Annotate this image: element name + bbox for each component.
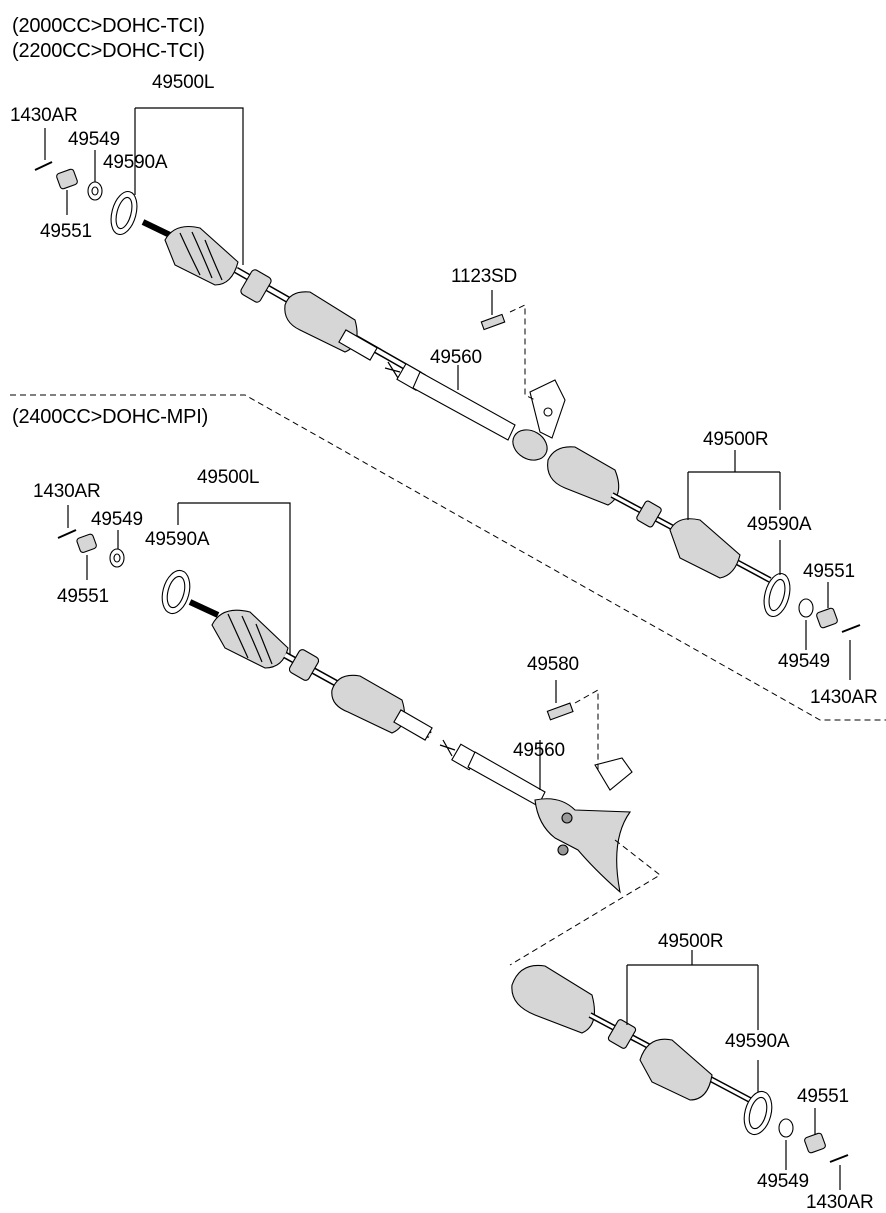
- leader-49500R-top: [687, 450, 781, 520]
- label-49551-right-bottom: 49551: [797, 1086, 849, 1107]
- label-49500R-top: 49500R: [703, 429, 769, 450]
- label-49551-top: 49551: [40, 221, 92, 242]
- top-assembly: [34, 107, 861, 680]
- bottom-engine-header: (2400CC>DOHC-MPI): [12, 406, 209, 428]
- bottom-right-washer-icon: [778, 1118, 794, 1138]
- leader-49500L-top: [134, 107, 244, 265]
- bottom-right-cotter-pin-icon: [829, 1154, 849, 1163]
- leader-49500R-bottom: [626, 950, 759, 1030]
- right-cotter-pin-icon: [841, 624, 861, 633]
- dust-ring-icon: [110, 190, 138, 236]
- label-1123SD: 1123SD: [451, 266, 518, 287]
- bottom-hex-nut-icon: [76, 533, 97, 553]
- section-divider-line: [10, 394, 886, 721]
- label-1430AR-top: 1430AR: [10, 105, 78, 126]
- top-engine-header-1: (2000CC>DOHC-TCI): [12, 15, 205, 37]
- label-49560-bottom: 49560: [513, 740, 565, 761]
- bolt-icon: [480, 313, 506, 331]
- right-dust-ring-icon: [763, 572, 791, 618]
- bottom-dust-ring-icon: [161, 569, 191, 615]
- outer-cv-joint-icon: [141, 219, 239, 286]
- support-bracket-icon: [529, 379, 566, 439]
- bottom-right-inner-joint-icon: [511, 964, 595, 1034]
- label-49590A-right-bottom: 49590A: [725, 1031, 790, 1052]
- bottom-outer-cv-joint-icon: [188, 599, 289, 669]
- leader-49500L-bottom: [177, 502, 291, 655]
- label-49549-right-bottom: 49549: [757, 1171, 809, 1192]
- bottom-damper-icon: [288, 649, 320, 681]
- label-49549-top: 49549: [68, 129, 120, 150]
- bottom-bracket-dashed-link: [574, 689, 599, 770]
- damper-icon: [240, 269, 272, 303]
- bottom-right-hex-nut-icon: [804, 1132, 826, 1154]
- washer-icon: [87, 181, 103, 201]
- right-outer-cv-joint-icon: [669, 518, 741, 579]
- bottom-support-bracket-icon: [534, 798, 632, 894]
- bottom-bolt-icon: [546, 702, 574, 721]
- label-49500L-top: 49500L: [152, 72, 215, 93]
- label-49500R-bottom: 49500R: [658, 931, 724, 952]
- label-49590A-bottom: 49590A: [145, 529, 210, 550]
- bottom-right-dust-ring-icon: [743, 1090, 773, 1136]
- label-49590A-top: 49590A: [103, 152, 168, 173]
- bottom-inner-cv-joint-icon: [331, 674, 433, 741]
- label-1430AR-right-bottom: 1430AR: [806, 1192, 874, 1213]
- bottom-connection-dashed-link: [509, 839, 661, 966]
- label-49560-top: 49560: [430, 347, 482, 368]
- center-shaft-icon: [384, 361, 548, 461]
- top-engine-header-2: (2200CC>DOHC-TCI): [12, 40, 205, 62]
- label-49500L-bottom: 49500L: [197, 467, 260, 488]
- label-49549-right-top: 49549: [778, 651, 830, 672]
- label-49549-bottom: 49549: [91, 509, 143, 530]
- bottom-right-damper-icon: [607, 1019, 637, 1049]
- label-49580: 49580: [527, 654, 579, 675]
- label-49590A-right-top: 49590A: [747, 514, 812, 535]
- right-damper-icon: [636, 500, 662, 528]
- hex-nut-icon: [56, 168, 78, 190]
- label-1430AR-bottom: 1430AR: [33, 481, 101, 502]
- right-inner-joint-icon: [547, 446, 620, 506]
- bottom-clip-icon: [594, 757, 633, 791]
- bottom-right-outer-cv-joint-icon: [639, 1038, 713, 1101]
- bottom-assembly: [57, 502, 849, 1190]
- bottom-cotter-pin-icon: [57, 529, 77, 539]
- label-1430AR-right-top: 1430AR: [810, 687, 878, 708]
- label-49551-bottom: 49551: [57, 586, 109, 607]
- inner-cv-joint-icon: [284, 291, 378, 361]
- label-49551-right-top: 49551: [803, 561, 855, 582]
- bottom-washer-icon: [109, 548, 125, 568]
- bracket-dashed-link: [509, 304, 536, 401]
- right-hex-nut-icon: [816, 607, 838, 629]
- right-washer-icon: [798, 598, 814, 618]
- cotter-pin-icon: [34, 161, 53, 171]
